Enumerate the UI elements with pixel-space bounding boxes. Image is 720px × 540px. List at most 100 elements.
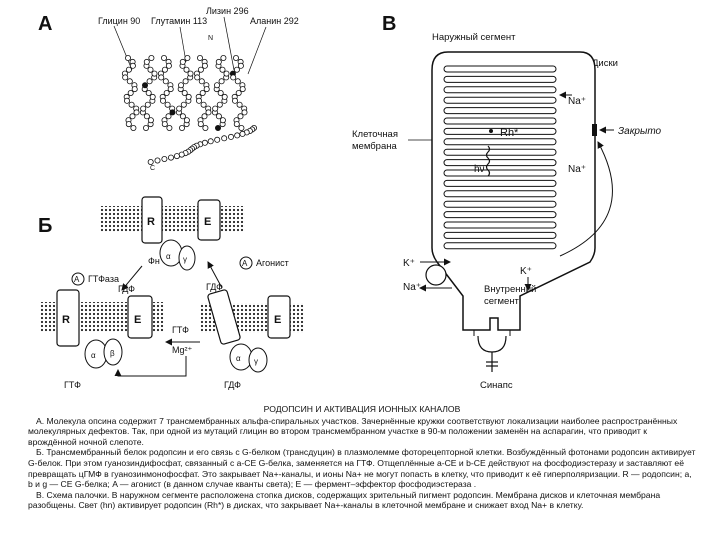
effector-e-top bbox=[197, 199, 221, 241]
opsin-bead bbox=[179, 113, 186, 120]
opsin-bead bbox=[239, 86, 246, 93]
photon-wave bbox=[485, 145, 491, 177]
opsin-bead bbox=[235, 90, 242, 97]
opsin-bead bbox=[125, 121, 132, 128]
opsin-bead bbox=[236, 101, 243, 108]
label-glutamine: Глутамин 113 bbox=[151, 16, 207, 26]
rod-stalk bbox=[473, 330, 511, 336]
opsin-bead bbox=[201, 113, 208, 120]
mg-label: Mg²⁺ bbox=[172, 345, 192, 355]
opsin-bead bbox=[198, 78, 205, 85]
hv-label: hν bbox=[474, 164, 485, 175]
opsin-bead bbox=[122, 74, 129, 81]
label-c-terminus: C bbox=[150, 165, 155, 172]
opsin-bead bbox=[237, 62, 244, 69]
opsin-bead bbox=[216, 101, 223, 108]
inner-segment-label-2: сегмент bbox=[484, 296, 520, 307]
disc bbox=[443, 96, 557, 104]
gdf-label-left: ГДФ bbox=[118, 284, 135, 294]
opsin-bead bbox=[143, 58, 150, 65]
pointer-glutamine bbox=[179, 26, 187, 63]
rh-dot bbox=[489, 129, 493, 133]
opsin-bead bbox=[162, 78, 169, 85]
discs-label: Диски bbox=[592, 58, 618, 69]
opsin-bead bbox=[177, 82, 184, 89]
pointer-alanine bbox=[247, 26, 267, 75]
g-alpha-label-right: α bbox=[236, 354, 241, 363]
panel-c-letter: В bbox=[382, 13, 396, 35]
opsin-bead bbox=[125, 55, 132, 62]
disc bbox=[443, 107, 557, 115]
opsin-bead bbox=[180, 101, 187, 108]
disc bbox=[443, 221, 557, 229]
opsin-bead bbox=[207, 138, 214, 145]
opsin-bead bbox=[212, 105, 219, 112]
opsin-bead bbox=[169, 109, 176, 116]
opsin-bead bbox=[130, 125, 137, 132]
opsin-bead bbox=[165, 113, 172, 120]
disc bbox=[443, 127, 557, 135]
opsin-bead bbox=[237, 113, 244, 120]
na-label-left: Na⁺ bbox=[403, 282, 421, 293]
opsin-bead bbox=[146, 78, 153, 85]
g-alpha-top bbox=[159, 239, 183, 267]
opsin-bead bbox=[179, 58, 186, 65]
gdf-label-bottom: ГДФ bbox=[224, 380, 241, 390]
disc bbox=[443, 75, 557, 83]
opsin-bead bbox=[161, 66, 168, 73]
opsin-bead bbox=[199, 90, 206, 97]
opsin-bead bbox=[187, 70, 194, 77]
panel-c: В Наружный сегмент Диски Na⁺ Rh* Клеточн… bbox=[352, 13, 662, 391]
opsin-bead bbox=[166, 125, 173, 132]
opsin-bead bbox=[178, 125, 185, 132]
panel-b-letter: Б bbox=[38, 215, 52, 237]
opsin-bead bbox=[161, 121, 168, 128]
opsin-bead bbox=[201, 62, 208, 69]
e-label-top: E bbox=[204, 216, 211, 228]
opsin-bead bbox=[147, 117, 154, 124]
opsin-bead bbox=[141, 82, 148, 89]
gdf-label-right: ГДФ bbox=[206, 282, 223, 292]
opsin-bead bbox=[131, 86, 138, 93]
opsin-bead bbox=[127, 90, 134, 97]
caption-paragraph-a: А. Молекула опсина содержит 7 трансмембр… bbox=[28, 415, 678, 447]
label-n-terminus: N bbox=[208, 35, 213, 42]
opsin-bead bbox=[140, 105, 147, 112]
opsin-bead bbox=[142, 125, 149, 132]
opsin-bead bbox=[176, 105, 183, 112]
opsin-bead bbox=[167, 154, 174, 161]
arrow-loop bbox=[114, 356, 187, 377]
closed-label: Закрыто bbox=[618, 126, 662, 137]
g-beta-left bbox=[103, 338, 123, 366]
disc bbox=[443, 65, 557, 73]
label-glycine: Глицин 90 bbox=[98, 16, 140, 26]
opsin-bead bbox=[239, 130, 246, 137]
effector-e-right bbox=[267, 295, 291, 339]
agonist-label: Агонист bbox=[256, 258, 289, 268]
r-label-left: R bbox=[62, 314, 70, 326]
na-label-top: Na⁺ bbox=[568, 96, 586, 107]
k-label-right: K⁺ bbox=[520, 266, 532, 277]
g-beta-label-left: β bbox=[110, 349, 115, 358]
opsin-bead bbox=[129, 62, 136, 69]
opsin-bead bbox=[173, 153, 180, 160]
opsin-bead bbox=[238, 125, 245, 132]
disc bbox=[443, 169, 557, 177]
synapse-body bbox=[477, 335, 507, 353]
closed-channel bbox=[592, 124, 597, 136]
opsin-bead bbox=[158, 74, 165, 81]
opsin-bead bbox=[182, 78, 189, 85]
pointer-glycine bbox=[113, 25, 133, 71]
membrane-top bbox=[100, 206, 245, 232]
arrow-to-left bbox=[121, 265, 143, 291]
cell-membrane-label-2: мембрана bbox=[352, 141, 397, 152]
opsin-bead bbox=[133, 109, 140, 116]
label-lysine: Лизин 296 bbox=[206, 6, 249, 16]
g-beta-top bbox=[178, 245, 196, 271]
opsin-bead bbox=[144, 101, 151, 108]
opsin-bead bbox=[145, 90, 152, 97]
effector-e-left bbox=[127, 295, 153, 339]
opsin-bead bbox=[147, 158, 154, 165]
r-label-top: R bbox=[147, 216, 155, 228]
outer-segment-label: Наружный сегмент bbox=[432, 32, 516, 43]
